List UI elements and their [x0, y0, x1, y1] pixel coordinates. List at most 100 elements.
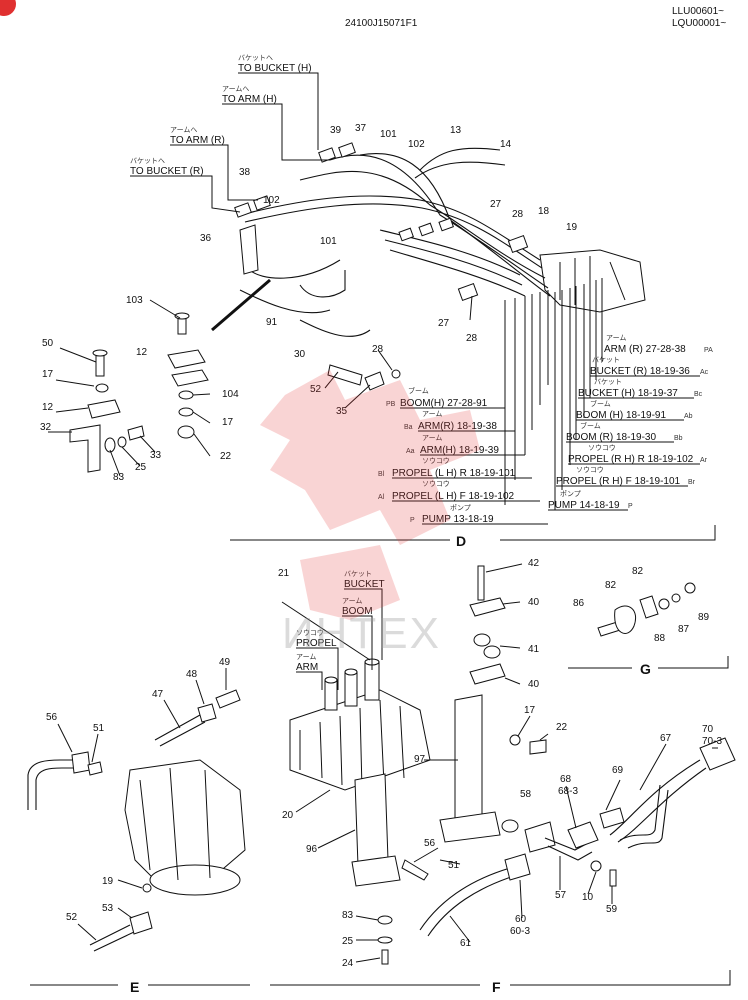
arm-jp: アーム	[296, 653, 316, 661]
svg-text:ブーム: ブーム	[408, 386, 429, 395]
part-number: 91	[266, 317, 278, 328]
part-number: 61	[460, 938, 472, 949]
section-label-e: E	[130, 979, 139, 995]
part-number: 50	[42, 338, 54, 349]
part-number: 51	[93, 723, 105, 734]
part-number: 27	[438, 318, 450, 329]
svg-text:バケット: バケット	[592, 356, 620, 364]
port-pump-left: ポンプ P PUMP 13-18-19	[410, 504, 548, 525]
port-propel-rh-r: ソウコウ PROPEL (R H) R 18-19-102 Ar	[568, 444, 708, 465]
section-f-part-numbers: 21 42 40 41 40 17 22 97 20 58 96 56 51 8…	[278, 558, 722, 969]
part-number: 49	[219, 657, 231, 668]
part-number: 101	[380, 129, 397, 140]
part-number: 52	[66, 912, 78, 923]
part-number: 13	[450, 125, 462, 136]
serial-range-2: LQU00001~	[672, 18, 726, 29]
part-number: 102	[263, 195, 280, 206]
part-number: 56	[424, 838, 436, 849]
part-number: 36	[200, 233, 212, 244]
part-number: 67	[660, 733, 672, 744]
svg-text:ARM (R) 27-28-38: ARM (R) 27-28-38	[604, 344, 686, 355]
boom-label: BOOM	[342, 606, 373, 617]
part-number: 102	[408, 139, 425, 150]
part-number: 17	[222, 417, 234, 428]
section-f-drawing	[270, 565, 736, 986]
boom-jp: アーム	[342, 597, 362, 605]
svg-text:ソウコウ: ソウコウ	[588, 444, 616, 452]
serial-range-1: LLU00601~	[672, 6, 724, 17]
svg-text:PROPEL (R H) R 18-19-102: PROPEL (R H) R 18-19-102	[568, 454, 694, 465]
part-number: 17	[524, 705, 536, 716]
bucket-label: BUCKET	[344, 579, 385, 590]
part-number: 83	[342, 910, 354, 921]
to-arm-r-label: TO ARM (R)	[170, 135, 225, 146]
part-number: 104	[222, 389, 239, 400]
svg-text:Ar: Ar	[700, 457, 708, 464]
part-number: 47	[152, 689, 164, 700]
part-number: 82	[632, 566, 644, 577]
svg-text:アーム: アーム	[422, 434, 442, 442]
part-number: 40	[528, 597, 540, 608]
section-d-part-numbers: 39 37 101 102 13 14 38 102 36 101 27 28 …	[40, 123, 578, 483]
svg-text:Ba: Ba	[404, 424, 413, 431]
part-number: 10	[582, 892, 594, 903]
port-boom-r: ブーム BOOM (R) 18-19-30 Bb	[566, 421, 683, 443]
svg-text:バケット: バケット	[594, 378, 622, 386]
section-label-f: F	[492, 979, 501, 995]
part-number: 25	[342, 936, 354, 947]
svg-text:BOOM (R) 18-19-30: BOOM (R) 18-19-30	[566, 432, 656, 443]
bucket-jp: バケット	[344, 570, 372, 578]
part-number: 82	[605, 580, 617, 591]
part-number: 25	[135, 462, 147, 473]
port-arm-h: アーム Aa ARM(H) 18-19-39	[406, 434, 525, 456]
part-number: 20	[282, 810, 294, 821]
part-number: 48	[186, 669, 198, 680]
section-label-g: G	[640, 661, 651, 677]
svg-text:ポンプ: ポンプ	[560, 490, 581, 498]
to-arm-h-jp: アームへ	[222, 85, 249, 93]
svg-text:PROPEL (L H) R 18-19-101: PROPEL (L H) R 18-19-101	[392, 468, 516, 479]
port-boom-h: ブーム PB BOOM(H) 27-28-91	[386, 386, 505, 409]
part-number: 101	[320, 236, 337, 247]
part-number: 56	[46, 712, 58, 723]
part-number: 88	[654, 633, 666, 644]
svg-text:ブーム: ブーム	[580, 421, 601, 430]
part-number: 33	[150, 450, 162, 461]
section-g-part-numbers: 86 82 82 88 87 89	[573, 566, 710, 644]
port-arm-r-right: アーム ARM (R) 27-28-38 PA	[604, 334, 713, 355]
svg-text:ソウコウ: ソウコウ	[422, 457, 450, 465]
svg-text:ブーム: ブーム	[590, 399, 611, 408]
part-number: 12	[136, 347, 148, 358]
svg-text:アーム: アーム	[606, 334, 626, 342]
ports-right-list: アーム ARM (R) 27-28-38 PA バケット BUCKET (R) …	[548, 334, 713, 511]
svg-text:PA: PA	[704, 347, 713, 354]
part-number: 28	[512, 209, 524, 220]
part-number: 103	[126, 295, 143, 306]
part-number: 37	[355, 123, 367, 134]
svg-text:Al: Al	[378, 494, 385, 501]
part-number: 87	[678, 624, 690, 635]
part-number: 35	[336, 406, 348, 417]
svg-text:Ab: Ab	[684, 413, 693, 420]
svg-text:Aa: Aa	[406, 448, 415, 455]
part-number: 38	[239, 167, 251, 178]
to-bucket-r-label: TO BUCKET (R)	[130, 166, 204, 177]
watermark-text: ИНТЕХ	[282, 609, 441, 658]
port-propel-rh-f: ソウコウ PROPEL (R H) F 18-19-101 Br	[556, 466, 696, 487]
part-number: 24	[342, 958, 354, 969]
part-number: 68-3	[558, 786, 578, 797]
part-number: 83	[113, 472, 125, 483]
svg-text:Bc: Bc	[694, 391, 703, 398]
part-number: 52	[310, 384, 322, 395]
part-number: 57	[555, 890, 567, 901]
part-number: 17	[42, 369, 54, 380]
svg-text:ARM(H) 18-19-39: ARM(H) 18-19-39	[420, 445, 499, 456]
part-number: 28	[466, 333, 478, 344]
part-number: 22	[220, 451, 232, 462]
port-boom-h-right: ブーム BOOM (H) 18-19-91 Ab	[576, 399, 693, 421]
part-number: 60	[515, 914, 527, 925]
svg-text:アーム: アーム	[422, 410, 442, 418]
section-e-drawing	[27, 689, 250, 986]
part-number: 58	[520, 789, 532, 800]
to-arm-r-jp: アームへ	[170, 126, 197, 134]
